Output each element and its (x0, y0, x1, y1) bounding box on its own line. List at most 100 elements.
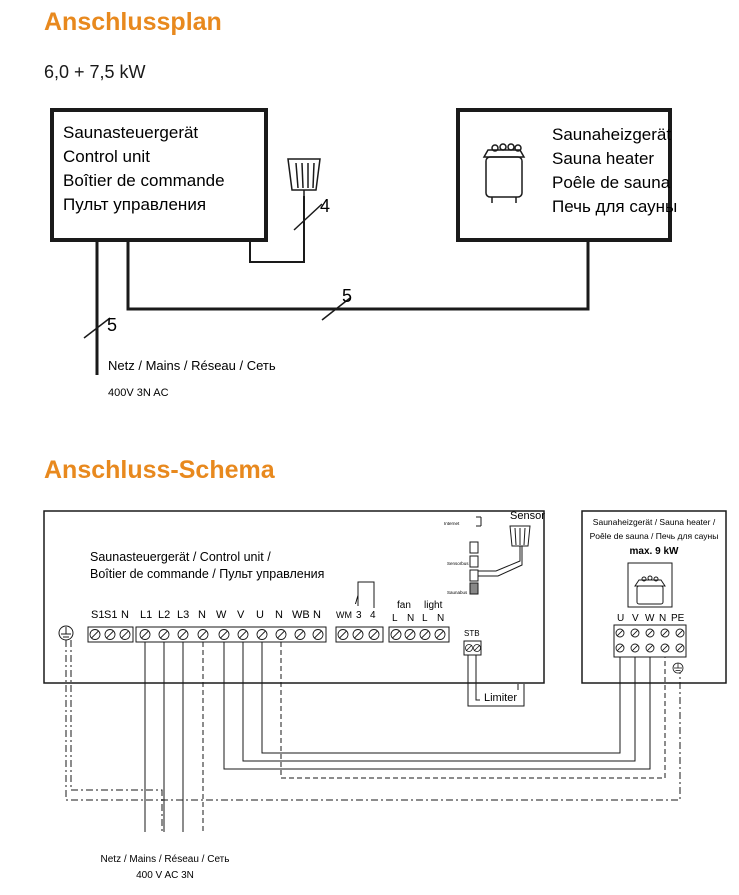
screw-power-7 (275, 629, 287, 640)
internet-port-icon (476, 516, 482, 527)
screw-power-5 (237, 629, 249, 640)
terminal-block-fan-light (388, 626, 450, 643)
schema-sensor-icon (509, 525, 531, 547)
terminal-block-relay (335, 626, 384, 643)
heater-term-pe: PE (671, 613, 685, 624)
term-label-n4: N (313, 609, 321, 621)
mains-wire-count: 5 (107, 315, 117, 335)
heater-term-w: W (645, 613, 655, 624)
screw-fanlight-0 (390, 629, 402, 640)
wire-v (242, 642, 636, 762)
screw-relay-2 (368, 629, 380, 640)
schema-mains-label: Netz / Mains / Réseau / Сеть (101, 854, 230, 865)
sensor-wire-count: 4 (320, 196, 330, 216)
heater-image-frame (627, 562, 673, 608)
stb-label: STB (464, 629, 480, 638)
wire-n (280, 642, 666, 779)
heater-terminal-screws (615, 628, 685, 653)
screw-power-9 (312, 629, 324, 640)
term-label-u: U (256, 609, 264, 621)
saunabus-label: Saunabus (447, 590, 468, 595)
mains-cable-tick (83, 317, 111, 339)
term-label-v: V (237, 609, 245, 621)
wire-u (261, 642, 621, 754)
fan-light-n2: N (437, 613, 444, 624)
sensor-wire-a (478, 546, 521, 572)
heater-screw-bottom-0 (615, 643, 625, 653)
screw-s1-0 (89, 629, 101, 640)
wire-pe (65, 640, 681, 801)
port-slot-3 (469, 569, 479, 582)
relay-switch-symbol: / (355, 593, 359, 607)
heater-line-1: Saunaheizgerät (552, 125, 671, 144)
term-label-s1a: S1 (91, 609, 104, 621)
terminal-screws (89, 629, 446, 640)
screw-fanlight-3 (434, 629, 446, 640)
term-label-l2: L2 (158, 609, 170, 621)
screw-relay-0 (337, 629, 349, 640)
term-label-l3: L3 (177, 609, 189, 621)
schema-heater-icon (634, 575, 666, 605)
relay-bracket (357, 581, 375, 608)
plan-mains-label: Netz / Mains / Réseau / Сеть (108, 358, 276, 373)
heater-line-2: Sauna heater (552, 149, 654, 168)
screw-s1-2 (119, 629, 131, 640)
plan-title: Anschlussplan (44, 8, 222, 36)
sauna-heater-box (456, 108, 672, 242)
screw-power-2 (177, 629, 189, 640)
screw-power-1 (158, 629, 170, 640)
stb-terminal (463, 640, 482, 656)
schema-control-unit-label-1: Saunasteuergerät / Control unit / (90, 550, 271, 564)
control-unit-line-3: Boîtier de commande (63, 171, 225, 190)
fan-light-n1: N (407, 613, 414, 624)
sauna-heater-icon (482, 143, 526, 203)
heater-term-n: N (659, 613, 666, 624)
power-rating: 6,0 + 7,5 kW (44, 62, 146, 82)
port-slot-2 (469, 555, 479, 568)
heater-line-4: Печь для сауны (552, 197, 677, 216)
control-unit-box (50, 108, 268, 242)
heater-screw-bottom-4 (675, 643, 685, 653)
schema-sensor-label: Sensor (510, 510, 545, 522)
schema-control-unit-box (43, 510, 545, 684)
heater-screw-bottom-2 (645, 643, 655, 653)
heater-screw-bottom-3 (660, 643, 670, 653)
term-label-s1b: S1 (104, 609, 117, 621)
term-label-w: W (216, 609, 227, 621)
sensor-wire-b (478, 546, 523, 577)
heater-screw-top-1 (630, 628, 640, 638)
sensor-cable (249, 196, 305, 263)
term-label-l1: L1 (140, 609, 152, 621)
screw-fanlight-1 (404, 629, 416, 640)
screw-power-6 (256, 629, 268, 640)
heater-screw-top-4 (675, 628, 685, 638)
term-label-n3: N (275, 609, 283, 621)
heater-term-u: U (617, 613, 624, 624)
control-unit-line-4: Пульт управления (63, 195, 206, 214)
control-unit-line-1: Saunasteuergerät (63, 123, 198, 142)
relay-label-3: 3 (356, 610, 362, 621)
term-label-wb: WB (292, 609, 310, 621)
plan-mains-spec: 400V 3N AC (108, 387, 169, 399)
heater-max-power: max. 9 kW (630, 546, 679, 557)
fan-label: fan (397, 600, 411, 611)
port-slot-4 (469, 582, 479, 595)
heater-cable-tick (321, 297, 351, 321)
limiter-label: Limiter (484, 692, 517, 704)
sensor-cable-tick (293, 203, 323, 231)
schema-heater-label-1: Saunaheizgerät / Sauna heater / (593, 517, 716, 527)
limiter-wire-a (467, 655, 525, 707)
schema-heater-box (581, 510, 727, 684)
stb-screws (465, 644, 481, 652)
heater-screw-top-0 (615, 628, 625, 638)
heater-line-3: Poêle de sauna (552, 173, 671, 192)
terminal-block-s1 (87, 626, 134, 643)
schema-title: Anschluss-Schema (44, 456, 275, 484)
fan-light-l1: L (392, 613, 398, 624)
screw-s1-1 (104, 629, 116, 640)
screw-relay-1 (352, 629, 364, 640)
ground-terminal-icon (58, 625, 74, 641)
term-label-n1: N (121, 609, 129, 621)
limiter-label-bg (480, 690, 522, 704)
